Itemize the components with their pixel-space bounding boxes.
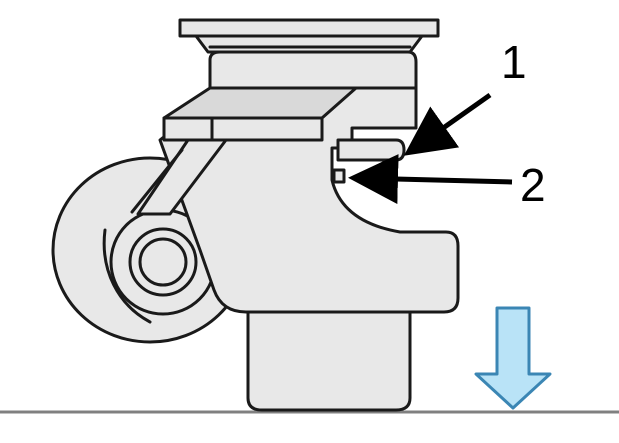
callout-2-label: 2 [520, 159, 546, 211]
callout-1-label: 1 [501, 36, 527, 88]
mounting-plate [178, 18, 440, 54]
caster-wheel [51, 156, 249, 344]
down-arrow-icon [474, 306, 552, 410]
callout-2-arrow [348, 154, 513, 205]
small-screw [332, 168, 346, 184]
caster-body [130, 50, 460, 314]
leveling-foot [246, 298, 412, 412]
callout-1-arrow [403, 92, 492, 156]
lever [336, 138, 406, 162]
